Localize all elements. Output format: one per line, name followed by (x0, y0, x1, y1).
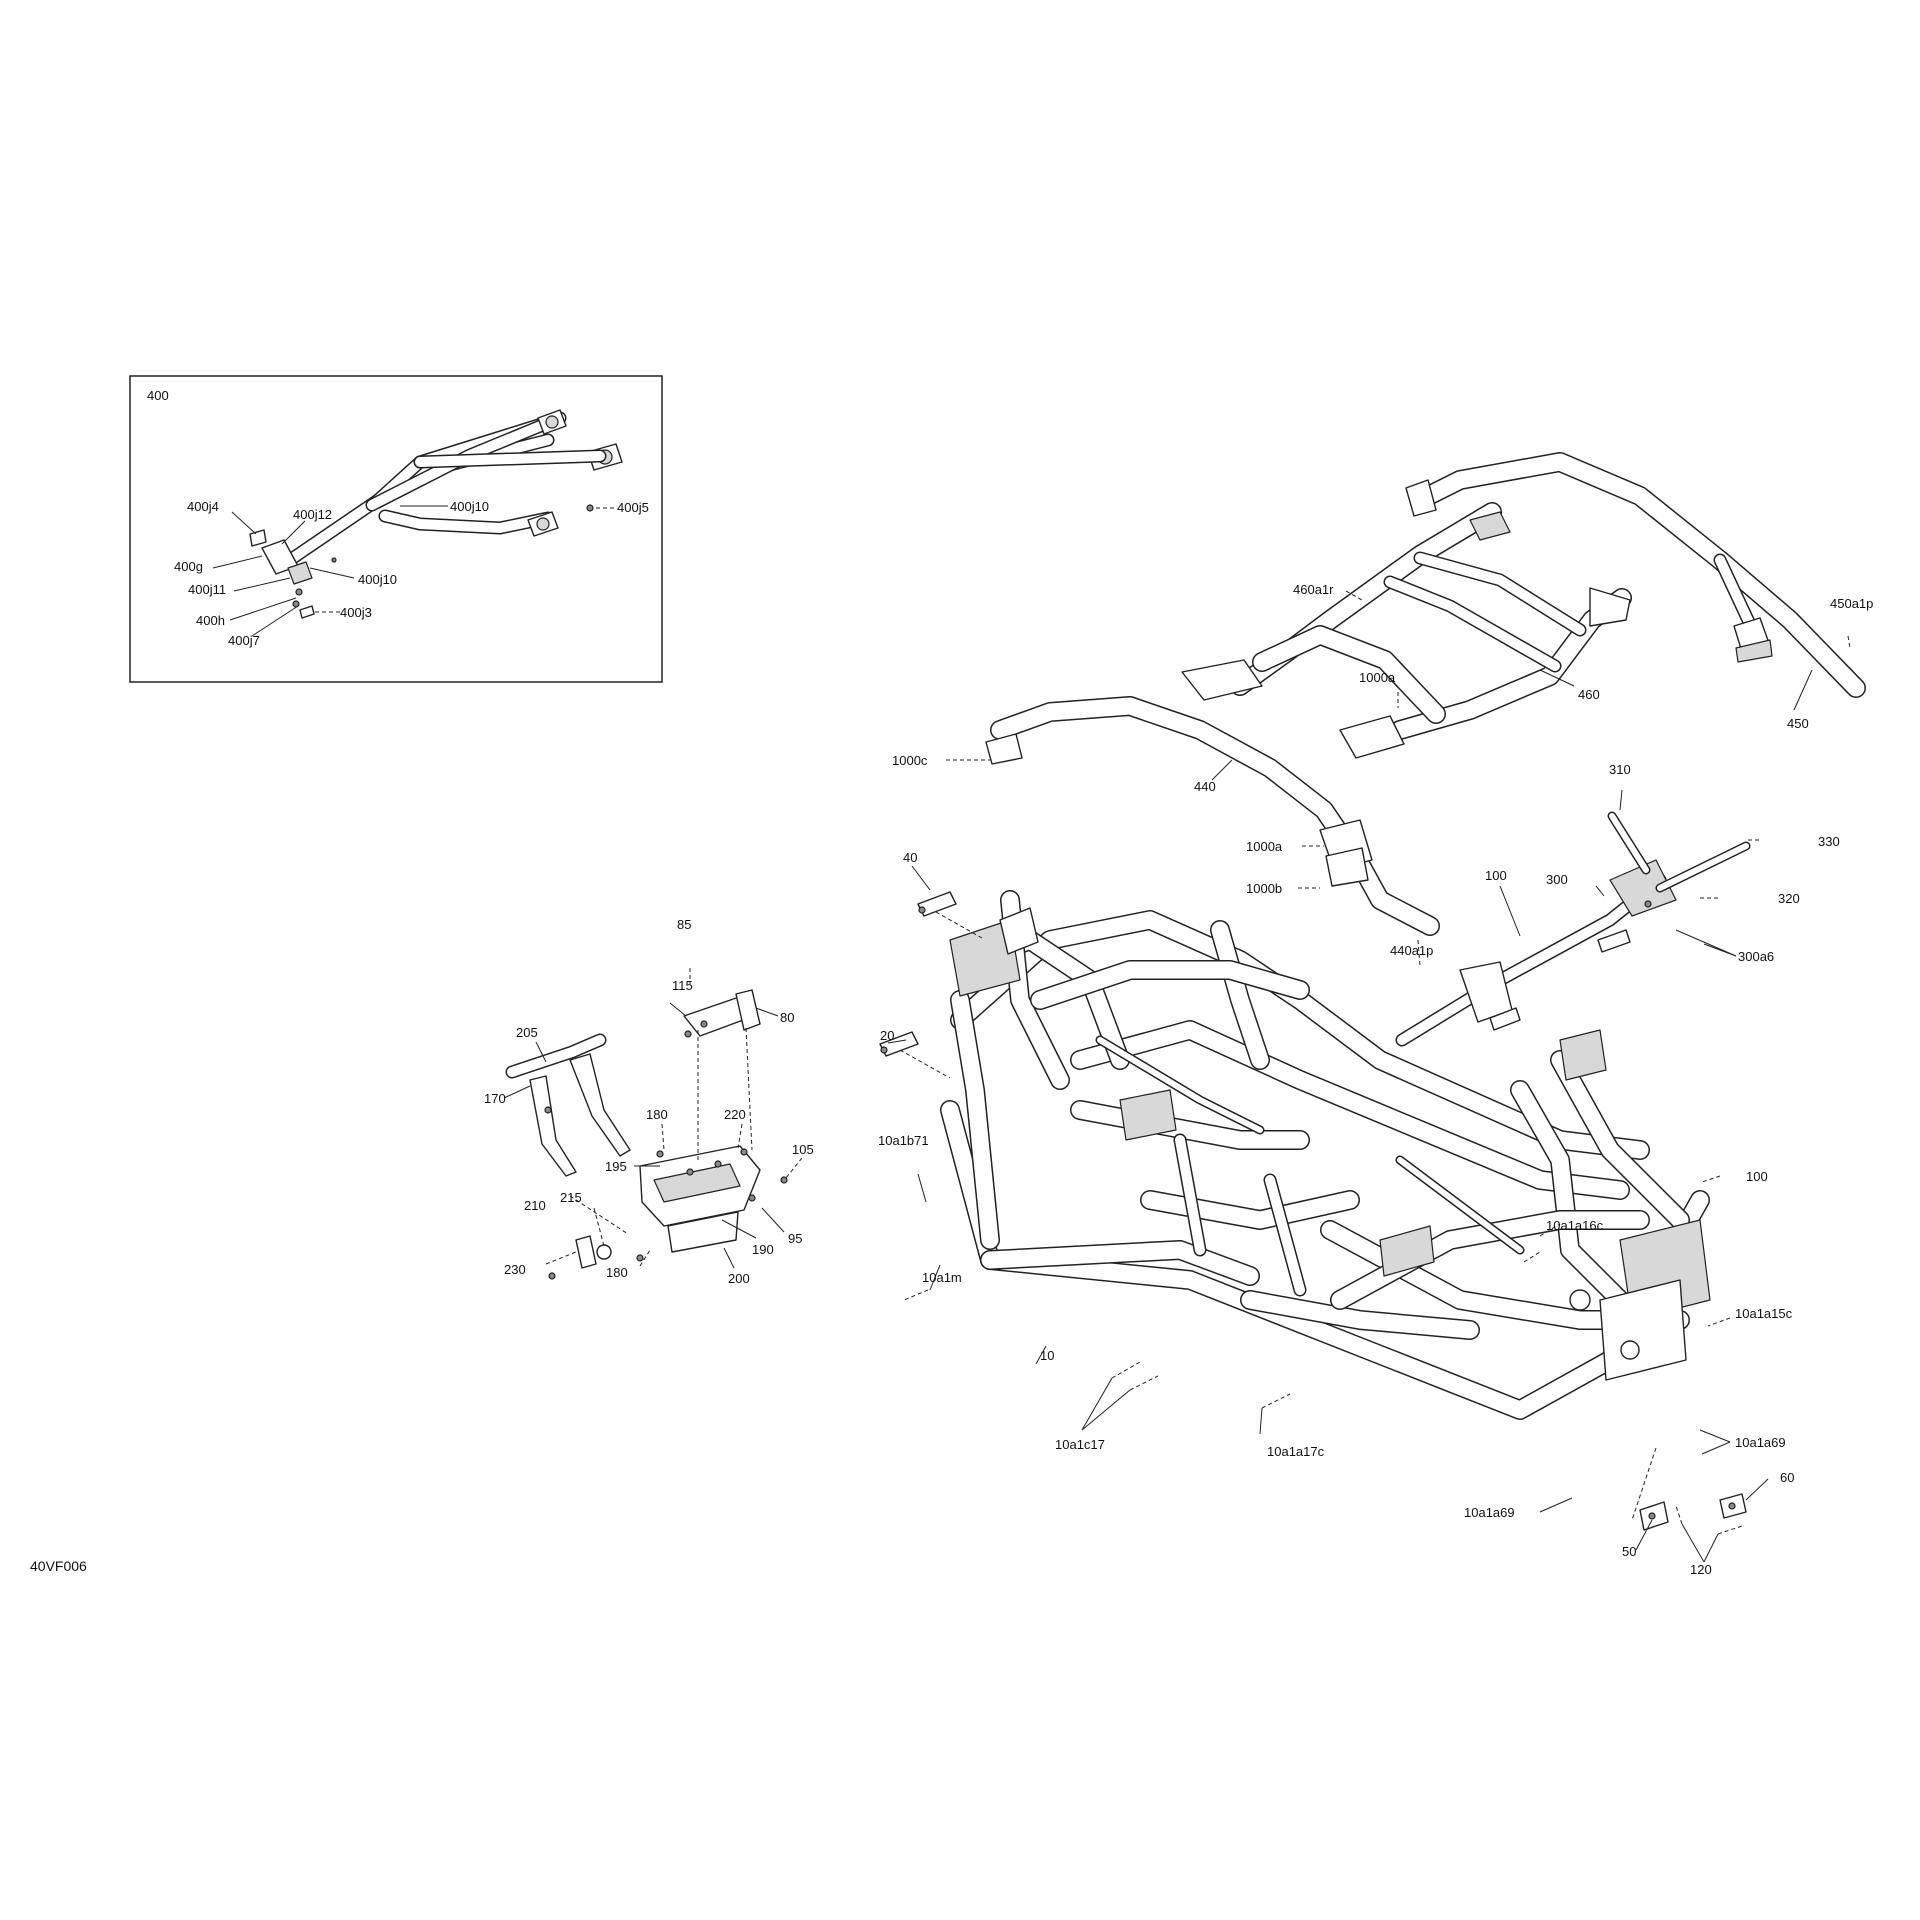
bracket-60 (1719, 1493, 1747, 1519)
label-300: 300 (1546, 872, 1568, 887)
label-120: 120 (1690, 1562, 1712, 1577)
seat-bracket-80 (683, 989, 761, 1037)
label-10a1a15c: 10a1a15c (1735, 1306, 1793, 1321)
label-310: 310 (1609, 762, 1631, 777)
label-400j4: 400j4 (187, 499, 219, 514)
seat-rail-205 (505, 1033, 631, 1157)
label-440a1p: 440a1p (1390, 943, 1433, 958)
callout-labels: 400j4 400j12 400j10 400j5 400g 400j10 40… (174, 499, 1873, 1577)
seat-lever-170 (529, 1075, 577, 1177)
label-115: 115 (672, 978, 693, 993)
latch-210-215 (575, 1235, 612, 1269)
label-1000a-lower: 1000a (1246, 839, 1283, 854)
steering-column-300 (1395, 811, 1751, 1047)
label-60: 60 (1780, 1470, 1794, 1485)
label-20: 20 (880, 1028, 894, 1043)
roof-frame-460 (1181, 502, 1632, 759)
label-95: 95 (788, 1231, 802, 1246)
label-300a6: 300a6 (1738, 949, 1774, 964)
diagram-code: 40VF006 (30, 1558, 87, 1574)
label-10a1a17c: 10a1a17c (1267, 1444, 1325, 1459)
rear-roll-bar-450 (1405, 452, 1866, 698)
inset-mount-bracket (249, 504, 594, 619)
label-460a1r: 460a1r (1293, 582, 1334, 597)
label-400j11: 400j11 (188, 582, 226, 597)
label-100-lower: 100 (1746, 1169, 1768, 1184)
label-400h: 400h (196, 613, 225, 628)
label-40: 40 (903, 850, 917, 865)
label-200: 200 (728, 1271, 750, 1286)
label-180-upper: 180 (646, 1107, 668, 1122)
label-400g: 400g (174, 559, 203, 574)
bracket-50 (1639, 1501, 1669, 1531)
inset-end-fitting-low (527, 511, 559, 537)
front-roll-bar-440 (985, 696, 1440, 936)
label-80: 80 (780, 1010, 794, 1025)
label-10a1a16c: 10a1a16c (1546, 1218, 1604, 1233)
label-205: 205 (516, 1025, 538, 1040)
label-10a1a69-left: 10a1a69 (1464, 1505, 1515, 1520)
label-400j10-lower: 400j10 (358, 572, 397, 587)
label-460: 460 (1578, 687, 1600, 702)
label-190: 190 (752, 1242, 774, 1257)
small-fasteners (548, 1030, 788, 1280)
label-10a1c17: 10a1c17 (1055, 1437, 1105, 1452)
label-170: 170 (484, 1091, 506, 1106)
label-50: 50 (1622, 1544, 1636, 1559)
inset-panel: 400 (129, 375, 663, 683)
label-450: 450 (1787, 716, 1809, 731)
label-330: 330 (1818, 834, 1840, 849)
label-1000c: 1000c (892, 753, 928, 768)
label-1000a-upper: 1000a (1359, 670, 1396, 685)
label-450a1p: 450a1p (1830, 596, 1873, 611)
label-210: 210 (524, 1198, 546, 1213)
label-220: 220 (724, 1107, 746, 1122)
label-10a1b71: 10a1b71 (878, 1133, 929, 1148)
inset-leaders (212, 505, 616, 637)
label-400j10-upper: 400j10 (450, 499, 489, 514)
label-400j3: 400j3 (340, 605, 372, 620)
label-440: 440 (1194, 779, 1216, 794)
inset-end-fitting-top (537, 409, 567, 435)
label-10a1a69-right: 10a1a69 (1735, 1435, 1786, 1450)
label-195: 195 (605, 1159, 627, 1174)
label-85: 85 (677, 917, 691, 932)
inset-roll-bar-drawing (249, 409, 623, 619)
label-100-upper: 100 (1485, 868, 1507, 883)
label-10a1m: 10a1m (922, 1270, 962, 1285)
seat-base-200 (639, 1145, 761, 1253)
inset-title: 400 (147, 388, 169, 403)
label-230: 230 (504, 1262, 526, 1277)
label-215: 215 (560, 1190, 582, 1205)
label-180-lower: 180 (606, 1265, 628, 1280)
label-320: 320 (1778, 891, 1800, 906)
label-10: 10 (1040, 1348, 1054, 1363)
label-400j7: 400j7 (228, 633, 260, 648)
main-frame-10 (940, 890, 1711, 1420)
label-400j12: 400j12 (293, 507, 332, 522)
label-1000b: 1000b (1246, 881, 1282, 896)
main-leaders (503, 590, 1851, 1563)
label-400j5: 400j5 (617, 500, 649, 515)
bracket-40 (917, 891, 957, 917)
bracket-20 (879, 1031, 919, 1057)
label-105: 105 (792, 1142, 814, 1157)
